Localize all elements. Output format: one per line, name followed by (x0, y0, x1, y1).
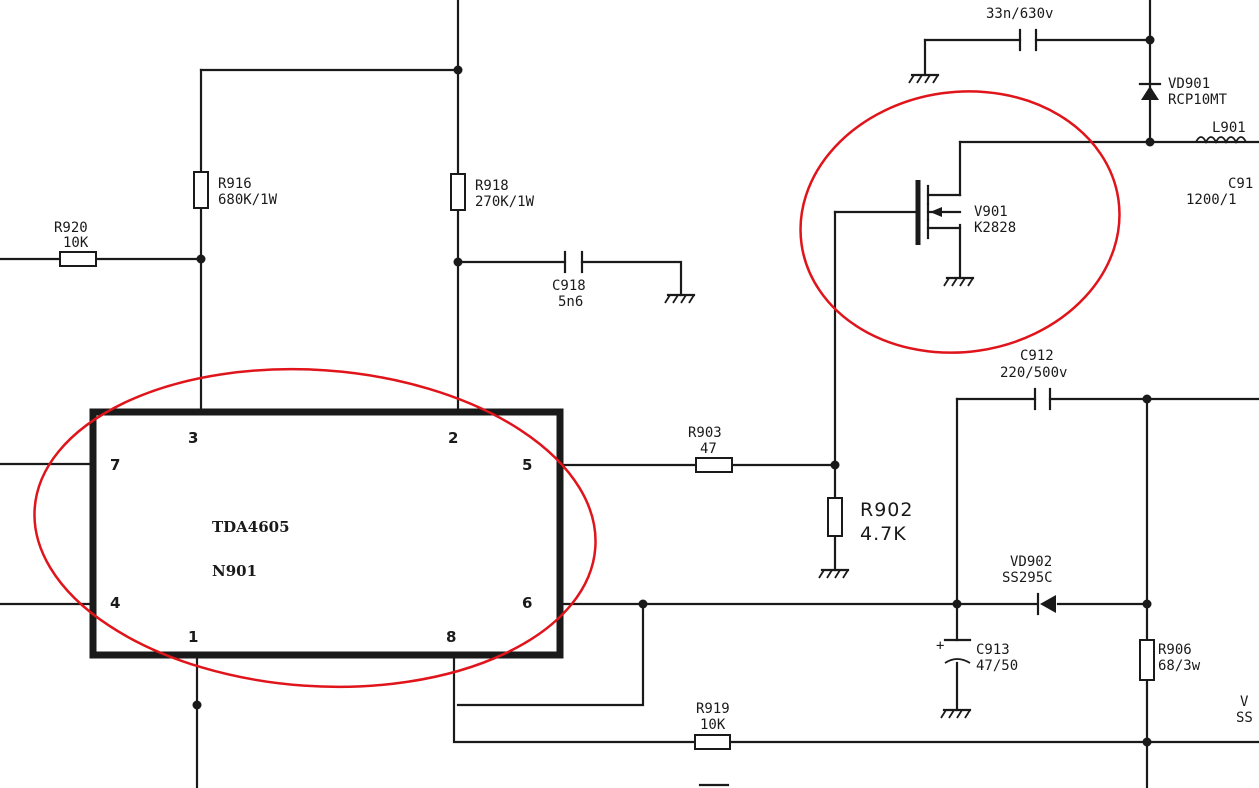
svg-text:K2828: K2828 (974, 220, 1016, 236)
resistor-r920: R920 10K (54, 220, 97, 267)
svg-text:220/500v: 220/500v (1000, 365, 1067, 381)
svg-text:47/50: 47/50 (976, 658, 1018, 674)
svg-text:68/3w: 68/3w (1158, 658, 1201, 674)
svg-text:10K: 10K (700, 717, 726, 733)
junctions (192, 35, 1155, 747)
svg-text:SS: SS (1236, 710, 1253, 726)
capacitor-c911: 33n/630v (986, 6, 1053, 52)
pin-8: 8 (446, 628, 456, 646)
resistor-r902: R902 4.7K (827, 497, 913, 545)
resistor-r918: R918 270K/1W (450, 173, 535, 211)
svg-text:SS295C: SS295C (1002, 570, 1053, 586)
diode-vd901: VD901 RCP10MT (1138, 76, 1228, 108)
pin-2: 2 (448, 429, 458, 447)
capacitor-c912: C912 220/500v (1000, 348, 1067, 411)
ic-tda4605: 3 2 7 5 4 6 1 8 TDA4605 N901 (89, 408, 564, 659)
pin-5: 5 (522, 456, 532, 474)
pin-6: 6 (522, 594, 532, 612)
pin-1: 1 (188, 628, 198, 646)
highlight-ring-ic (33, 367, 597, 689)
resistor-r903: R903 47 (688, 425, 733, 473)
pin-3: 3 (188, 429, 198, 447)
svg-text:C913: C913 (976, 642, 1010, 658)
svg-text:R919: R919 (696, 701, 730, 717)
component-v-partial: V SS (1236, 694, 1253, 726)
ic-reference: N901 (212, 562, 257, 580)
highlight-ring-mosfet (799, 90, 1121, 354)
resistor-r919: R919 10K (694, 701, 731, 750)
svg-text:V901: V901 (974, 204, 1008, 220)
svg-text:V: V (1240, 694, 1249, 710)
svg-text:C912: C912 (1020, 348, 1054, 364)
svg-text:680K/1W: 680K/1W (218, 192, 278, 208)
inductor-l901: L901 (1195, 120, 1247, 145)
svg-text:4.7K: 4.7K (860, 523, 907, 545)
svg-text:1200/1: 1200/1 (1186, 192, 1237, 208)
svg-text:C91: C91 (1228, 176, 1253, 192)
svg-text:R902: R902 (860, 499, 913, 521)
svg-text:R906: R906 (1158, 642, 1192, 658)
svg-text:R920: R920 (54, 220, 88, 236)
svg-text:270K/1W: 270K/1W (475, 194, 535, 210)
svg-text:R918: R918 (475, 178, 509, 194)
svg-text:R903: R903 (688, 425, 722, 441)
svg-text:VD901: VD901 (1168, 76, 1210, 92)
svg-text:5n6: 5n6 (558, 294, 583, 310)
svg-text:33n/630v: 33n/630v (986, 6, 1053, 22)
pin-7: 7 (110, 456, 120, 474)
resistor-r916: R916 680K/1W (193, 171, 278, 209)
svg-text:+: + (936, 638, 944, 654)
capacitor-c918: C918 5n6 (552, 250, 586, 310)
svg-text:C918: C918 (552, 278, 586, 294)
svg-text:RCP10MT: RCP10MT (1168, 92, 1228, 108)
svg-text:VD902: VD902 (1010, 554, 1052, 570)
mosfet-v901: V901 K2828 (915, 180, 1016, 245)
svg-text:47: 47 (700, 441, 717, 457)
svg-text:R916: R916 (218, 176, 252, 192)
capacitor-c91x-partial: C91 1200/1 (1186, 176, 1253, 208)
capacitor-c913: + C913 47/50 (936, 638, 1018, 674)
resistor-r906: R906 68/3w (1139, 639, 1201, 681)
svg-text:L901: L901 (1212, 120, 1246, 136)
ground-symbols (664, 73, 975, 719)
pin-4: 4 (110, 594, 120, 612)
ic-part-number: TDA4605 (212, 518, 290, 536)
diode-vd902: VD902 SS295C (1002, 554, 1056, 616)
svg-text:10K: 10K (63, 235, 89, 251)
